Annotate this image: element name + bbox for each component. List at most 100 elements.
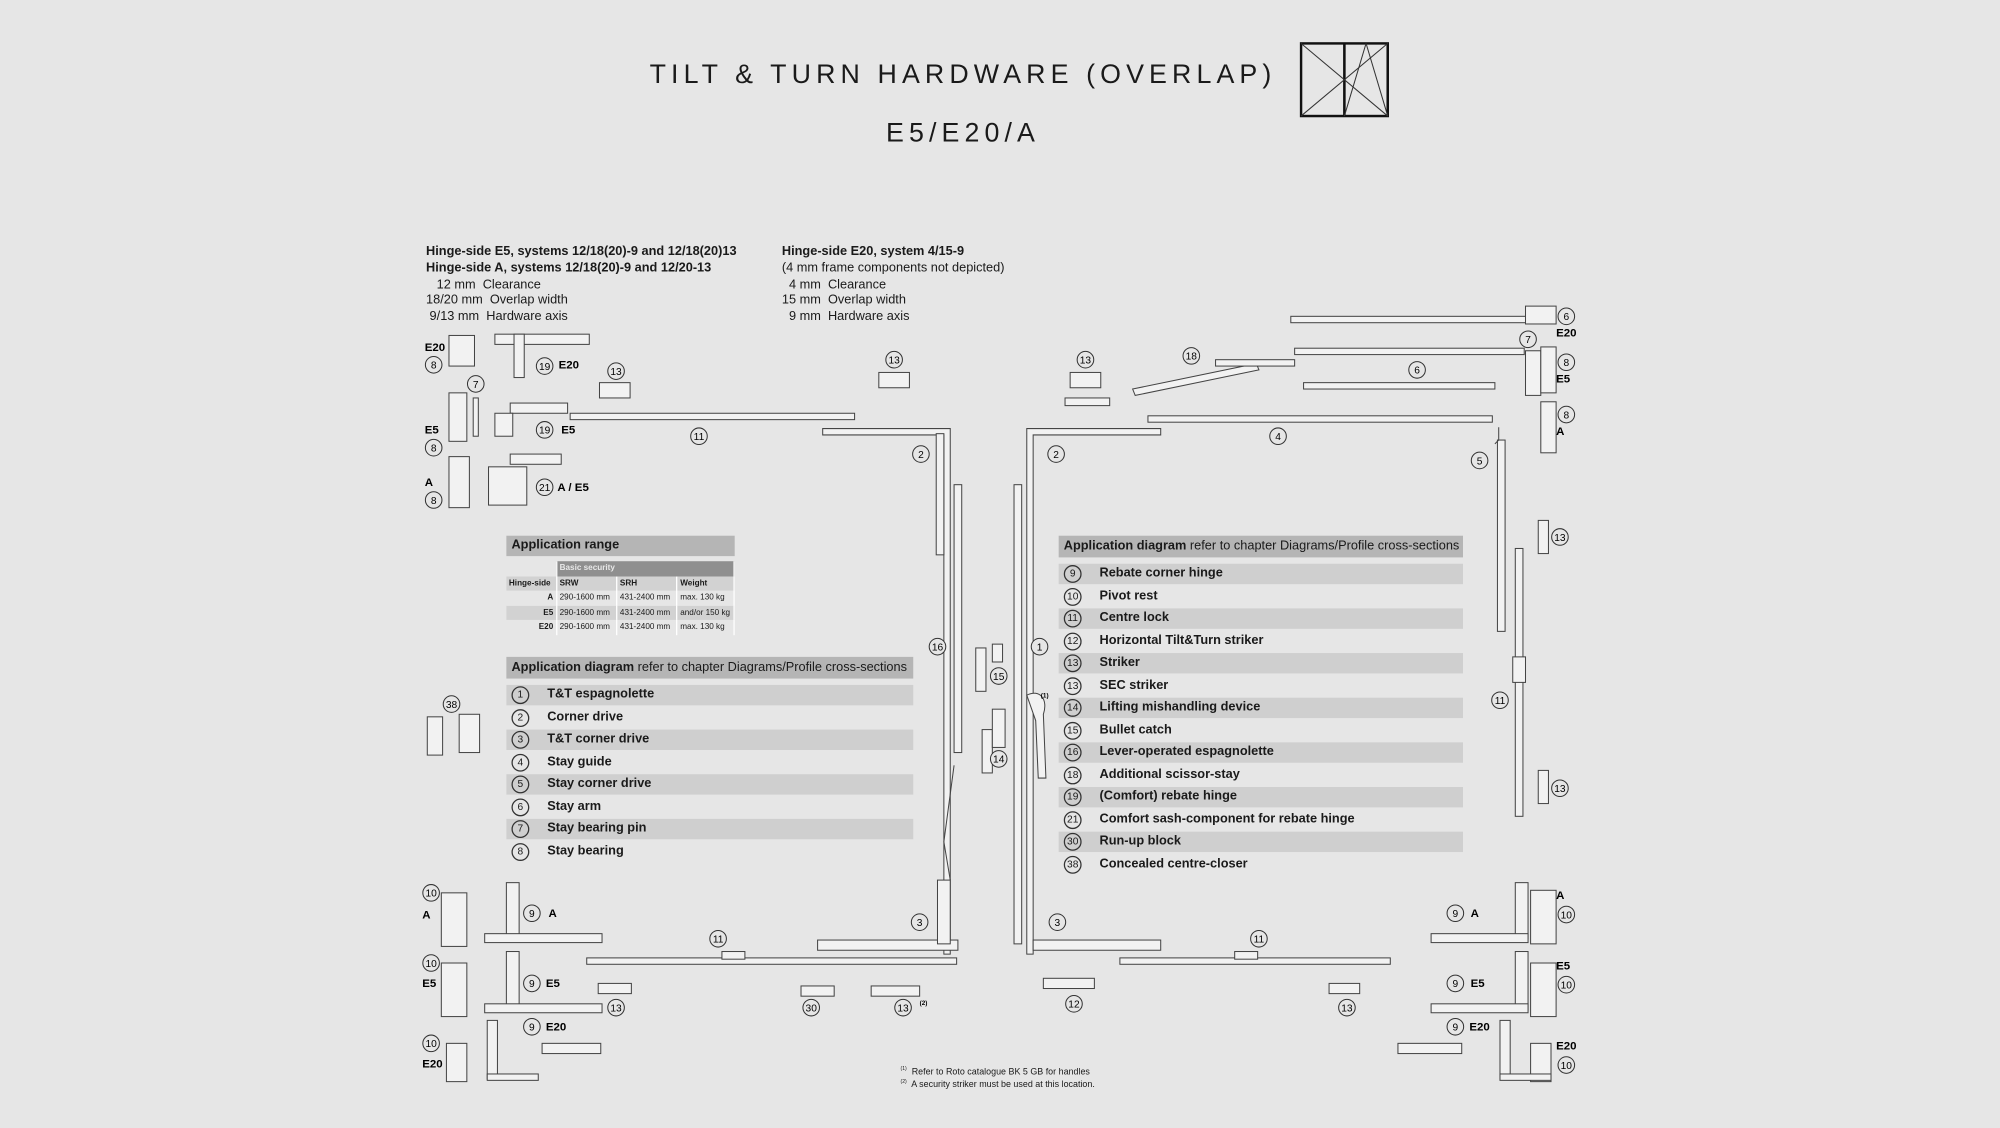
callout: 12 (1065, 995, 1083, 1013)
right-sash-frame (1013, 428, 1527, 965)
callout: 13 (1076, 350, 1095, 369)
spec-row: 18/20 mm Overlap width (426, 293, 568, 308)
callout-number: 13 (888, 356, 900, 367)
hinge-side-tag: E5 (1556, 960, 1571, 972)
spec-row: 9 mm Hardware axis (781, 310, 910, 325)
hinge-side-tag: A (548, 908, 556, 920)
cell: 431-2400 mm (616, 605, 678, 620)
callout-number: 10 (425, 959, 437, 970)
hinge-side-tag: E20 (546, 1022, 566, 1034)
callout: 3 (1048, 913, 1067, 931)
footnote-text: Refer to Roto catalogue BK 5 GB for hand… (911, 1068, 1090, 1077)
callout-number: 5 (1477, 456, 1483, 467)
item-number: 5 (511, 775, 530, 794)
callout-number: 1 (1037, 643, 1043, 654)
callout: 10 (422, 1034, 440, 1053)
column-header: Hinge-side (506, 575, 558, 591)
footnote-marker: (1) (900, 1065, 907, 1072)
callout: 9 (523, 1017, 541, 1036)
item-label: Run-up block (1099, 834, 1181, 849)
item-number: 4 (511, 753, 530, 772)
item-label: Bullet catch (1099, 722, 1172, 737)
application-diagram-right: Application diagram refer to chapter Dia… (1058, 535, 1463, 875)
column-header: Weight (677, 575, 735, 591)
callout: 10 (1557, 975, 1576, 994)
item-number: 10 (1063, 587, 1082, 606)
column-header: SRW (556, 575, 618, 591)
list-item: 1 T&T espagnolette (506, 684, 914, 706)
page-title: TILT & TURN HARDWARE (OVERLAP) (649, 59, 1277, 90)
cell: 290-1600 mm (556, 590, 618, 606)
item-label: SEC striker (1099, 677, 1169, 692)
callout: 13 (607, 998, 625, 1017)
strikers (426, 371, 1549, 997)
callout-number: 19 (539, 362, 551, 373)
callout: 10 (422, 954, 440, 972)
item-number: 3 (511, 730, 530, 749)
callout: 9 (1446, 904, 1465, 923)
item-number: 19 (1063, 788, 1082, 807)
spec-heading: Hinge-side A, systems 12/18(20)-9 and 12… (426, 261, 712, 276)
hinge-side-tag: E20 (559, 360, 579, 372)
column-header: SRH (616, 575, 678, 591)
application-diagram-title: Application diagram refer to chapter Dia… (1058, 535, 1463, 558)
callout: 18 (1182, 347, 1201, 365)
callout-number: 9 (529, 979, 535, 990)
callout-number: 13 (1554, 533, 1566, 544)
item-label: Stay bearing (547, 843, 624, 858)
item-label: T&T corner drive (547, 732, 650, 747)
spec-right: Hinge-side E20, system 4/15-9(4 mm frame… (782, 245, 1005, 327)
hinge-side-tag: E20 (1556, 1041, 1576, 1053)
table-row: E20 290-1600 mm 431-2400 mm max. 130 kg (506, 619, 735, 635)
hinge-side-tag: A / E5 (557, 482, 589, 494)
hinge-side-tag: E5 (425, 425, 440, 437)
item-label: Comfort sash-component for rebate hinge (1099, 811, 1355, 826)
callout: 11 (709, 929, 727, 948)
callout-number: 7 (1525, 335, 1531, 346)
item-number: 7 (511, 820, 530, 839)
item-number: 1 (511, 686, 530, 705)
cell: 431-2400 mm (616, 590, 678, 606)
callout-number: 10 (1561, 981, 1573, 992)
item-label: Lever-operated espagnolette (1099, 744, 1274, 759)
hinge-side-tag: A (425, 477, 433, 489)
callout: 13 (1338, 998, 1356, 1017)
callout-number: 3 (1055, 918, 1061, 929)
item-number: 9 (1063, 565, 1082, 583)
hinge-side-tag: E20 (1556, 328, 1576, 340)
callout-number: 10 (425, 1039, 437, 1050)
item-label: Stay guide (547, 754, 612, 769)
group-header: Basic security (556, 561, 735, 576)
item-label: T&T espagnolette (547, 687, 655, 702)
callout: 6 (1408, 361, 1426, 379)
list-item: 4 Stay guide (506, 751, 913, 773)
callout: 10 (422, 884, 440, 902)
callout: 13 (1551, 528, 1569, 546)
callout-number: 10 (1561, 1061, 1573, 1072)
item-number: 15 (1063, 721, 1082, 740)
callout-number: 21 (539, 483, 551, 494)
item-label: Lifting mishandling device (1099, 700, 1261, 715)
tilt-turn-window-icon (1299, 42, 1390, 118)
footnotes: (1) Refer to Roto catalogue BK 5 GB for … (900, 1062, 1095, 1090)
callout: 19 (535, 421, 554, 439)
callout: 10 (1557, 1056, 1576, 1074)
left-sash-frame (569, 412, 963, 965)
spec-row: 4 mm Clearance (781, 277, 887, 292)
callout-number: 9 (1453, 909, 1459, 920)
list-item: 15 Bullet catch (1059, 719, 1463, 741)
callout-number: 9 (529, 909, 535, 920)
callout: 8 (1557, 405, 1576, 424)
callout: 21 (535, 478, 554, 497)
hinge-side-tag: E20 (422, 1059, 442, 1071)
callout: 10 (1557, 905, 1576, 924)
hinge-parts (440, 305, 1557, 1083)
hinge-side-tag: A (1556, 426, 1564, 438)
